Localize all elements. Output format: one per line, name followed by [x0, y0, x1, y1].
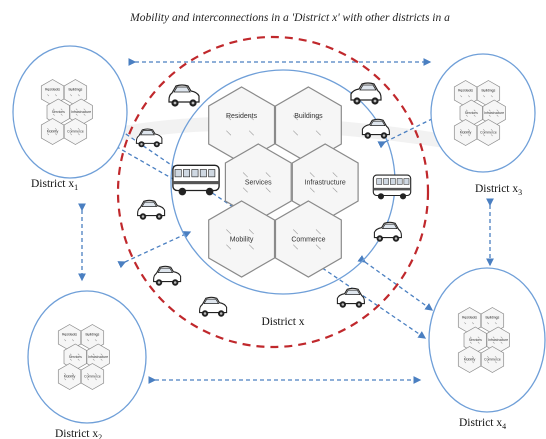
district-x3-hex-label: Buildings — [482, 88, 496, 92]
car-icon — [336, 287, 365, 308]
district-x4-hex-label: Infrastructure — [488, 338, 508, 342]
vehicles — [135, 82, 412, 317]
district-x4-hex-label: Services — [469, 338, 482, 342]
diagram-title: Mobility and interconnections in a 'Dist… — [129, 12, 450, 24]
car-icon — [199, 296, 228, 317]
district-x2-hex-label: Buildings — [86, 332, 100, 336]
district-x4-hex-commerce: Commerce — [480, 346, 505, 373]
car-icon — [137, 199, 166, 220]
district-x3-hex-commerce: Commerce — [476, 119, 501, 146]
district-x4-hex-label: Commerce — [484, 358, 501, 362]
center-hex-label: Residents — [226, 113, 258, 120]
district-x3-hex-label: Services — [465, 111, 478, 115]
district-x3-hex-label: Infrastructure — [484, 111, 504, 115]
district-x1-hex-mobility: Mobility — [40, 118, 65, 145]
district-x3-hex-mobility: Mobility — [453, 119, 478, 146]
district-x1-hex-commerce: Commerce — [63, 118, 88, 145]
car-icon — [135, 128, 163, 148]
district-x1-hex-label: Services — [52, 110, 65, 114]
car-icon — [168, 84, 200, 107]
district-x4-hex-mobility: Mobility — [457, 346, 482, 373]
district-x1-hex-label: Residents — [45, 87, 60, 91]
district-x2-hex-label: Mobility — [64, 375, 76, 379]
region-boundary — [116, 35, 430, 349]
arrow-x4-center — [357, 255, 434, 311]
district-x2-hex-commerce: Commerce — [80, 363, 105, 390]
district-x1-hex-label: Buildings — [69, 87, 83, 91]
center-hex-mobility: Mobility — [208, 200, 276, 278]
district-x2-hex-label: Residents — [62, 332, 77, 336]
bus-icon — [372, 174, 412, 200]
district-x4-hex-label: Mobility — [464, 358, 476, 362]
center-hex-label: Services — [245, 179, 272, 186]
car-icon — [350, 82, 382, 105]
car-icon — [373, 221, 402, 242]
district-x1-label: District x1 — [31, 178, 78, 192]
center-hex-label: Mobility — [230, 236, 254, 243]
district-x-label: District x — [261, 316, 304, 328]
center-hex-label: Infrastructure — [305, 179, 346, 186]
district-x3-hex-label: Commerce — [480, 131, 497, 135]
car-icon — [361, 118, 390, 139]
district-x2-hex-label: Commerce — [84, 375, 101, 379]
district-x2-hex-label: Services — [69, 355, 82, 359]
district-x2-label: District x2 — [55, 428, 102, 439]
district-x4-label: District x4 — [459, 417, 506, 431]
center-hex-commerce: Commerce — [274, 200, 342, 278]
center-hex-label: Buildings — [294, 113, 323, 120]
district-x2-hex-label: Infrastructure — [88, 355, 108, 359]
district-x3-hex-label: Residents — [458, 88, 473, 92]
district-x1-hex-label: Mobility — [47, 130, 59, 134]
district-x2-hex-mobility: Mobility — [57, 363, 82, 390]
district-x1-hex-label: Commerce — [67, 130, 84, 134]
district-x3-label: District x3 — [475, 183, 522, 197]
bus-icon — [172, 164, 220, 196]
center-hex-label: Commerce — [291, 236, 325, 243]
district-x4-hex-label: Residents — [462, 315, 477, 319]
arrow-x2-center — [117, 231, 192, 269]
car-icon — [153, 265, 182, 286]
district-x4-hex-label: Buildings — [486, 315, 500, 319]
district-x1-hex-label: Infrastructure — [71, 110, 91, 114]
district-x3-hex-label: Mobility — [460, 131, 472, 135]
